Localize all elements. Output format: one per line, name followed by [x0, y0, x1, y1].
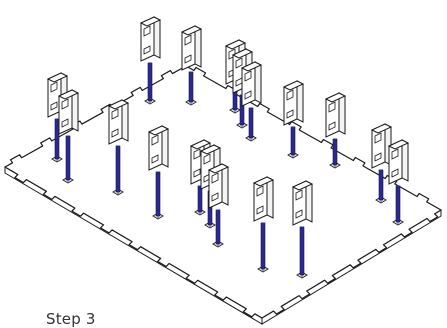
connector-card-notch [203, 153, 211, 165]
connector-card-notch [151, 134, 159, 146]
post-stem [155, 171, 161, 217]
post-stem [197, 185, 203, 213]
post-stem [248, 107, 254, 139]
connector-card-notch [391, 148, 399, 160]
post [240, 61, 263, 142]
connector-card-top [147, 125, 170, 136]
connector-card-notch [295, 189, 303, 201]
connector-card-top [291, 180, 314, 191]
connector-card-notch [111, 108, 119, 120]
connector-card-notch [50, 101, 58, 111]
connector-card-top [57, 89, 80, 100]
connector-card-notch [286, 89, 294, 101]
connector-card-notch [391, 168, 399, 178]
post-stem [332, 138, 338, 166]
connector-card-notch [328, 101, 336, 113]
connector-card-notch [286, 109, 294, 119]
connector-card-notch [61, 98, 69, 110]
post-stem [299, 226, 305, 276]
connector-card-top [107, 99, 130, 110]
connector-card-top [370, 123, 393, 134]
post-stem [65, 135, 71, 181]
post-stem [54, 118, 60, 160]
post [282, 80, 305, 159]
connector-card-side [71, 89, 79, 132]
connector-card-side [221, 163, 229, 206]
post [57, 89, 80, 184]
connector-card-notch [328, 121, 336, 131]
connector-card-notch [374, 132, 382, 144]
post-stem [395, 185, 401, 223]
post-group [46, 16, 410, 279]
post [207, 163, 230, 248]
connector-card-top [46, 72, 69, 83]
post [180, 25, 203, 106]
post-stem [260, 222, 266, 270]
post [46, 72, 69, 163]
connector-card-notch [244, 90, 252, 100]
connector-card-side [161, 125, 169, 168]
connector-card-top [139, 16, 162, 27]
connector-card-side [296, 80, 304, 123]
post [139, 16, 162, 105]
post-stem [147, 62, 153, 102]
connector-card-notch [256, 205, 264, 215]
connector-card-notch [211, 172, 219, 184]
post [387, 139, 410, 226]
connector-card-notch [143, 45, 151, 55]
connector-card-top [207, 163, 230, 174]
connector-card-top [324, 92, 347, 103]
post-stem [115, 145, 121, 193]
connector-card-top [224, 39, 247, 50]
post-stem [290, 126, 296, 156]
step-caption: Step 3 [46, 310, 96, 328]
connector-card-notch [256, 185, 264, 197]
post [252, 176, 275, 273]
post [107, 99, 130, 196]
connector-card-side [153, 16, 161, 59]
connector-card-notch [244, 70, 252, 82]
connector-card-notch [184, 54, 192, 64]
post [147, 125, 170, 220]
post [291, 180, 314, 279]
connector-card-notch [211, 192, 219, 202]
post-stem [188, 71, 194, 103]
connector-card-top [252, 176, 275, 187]
connector-card-notch [61, 118, 69, 128]
connector-card-top [199, 144, 222, 155]
connector-card-notch [143, 25, 151, 37]
connector-card-top [180, 25, 203, 36]
post [370, 123, 393, 204]
connector-card-notch [151, 154, 159, 164]
connector-card-top [189, 139, 212, 150]
connector-card-side [121, 99, 129, 142]
connector-card-notch [50, 81, 58, 93]
connector-card-side [401, 139, 409, 182]
connector-card-top [282, 80, 305, 91]
connector-card-side [266, 176, 274, 219]
connector-card-top [231, 48, 254, 59]
connector-card-notch [235, 57, 243, 69]
connector-card-notch [374, 152, 382, 162]
connector-card-side [254, 61, 262, 104]
connector-card-notch [193, 168, 201, 178]
connector-card-notch [184, 34, 192, 46]
post-stem [215, 209, 221, 245]
connector-card-notch [193, 148, 201, 160]
connector-card-side [194, 25, 202, 68]
connector-card-side [338, 92, 346, 135]
connector-card-notch [295, 209, 303, 219]
connector-card-notch [111, 128, 119, 138]
post-stem [378, 169, 384, 201]
connector-card-top [387, 139, 410, 150]
connector-card-top [240, 61, 263, 72]
connector-card-side [305, 180, 313, 223]
post [324, 92, 347, 169]
